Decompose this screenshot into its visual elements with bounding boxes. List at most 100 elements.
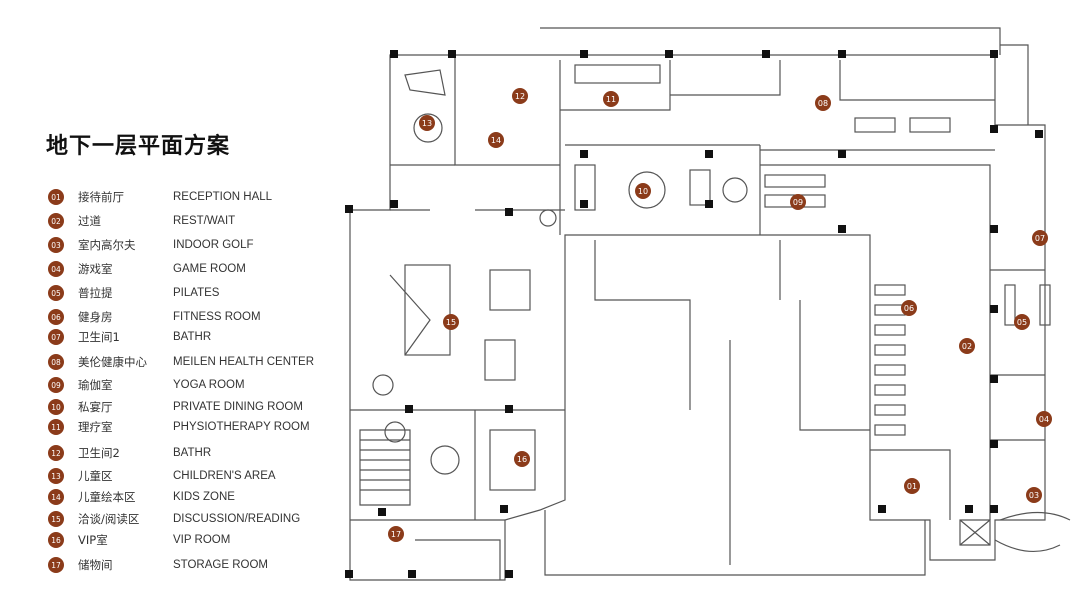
legend-en: VIP ROOM	[173, 534, 231, 546]
legend-zh: 儿童绘本区	[78, 490, 136, 504]
legend-item: 17 储物间 STORAGE ROOM	[48, 556, 268, 574]
svg-text:04: 04	[1039, 415, 1049, 424]
room-marker-11: 11	[603, 91, 619, 107]
room-marker-13: 13	[419, 115, 435, 131]
legend-en: BATHR	[173, 447, 212, 459]
legend-number: 07	[48, 329, 64, 345]
svg-text:15: 15	[446, 318, 456, 327]
room-marker-14: 14	[488, 132, 504, 148]
svg-text:03: 03	[1029, 491, 1039, 500]
legend-number: 06	[48, 309, 64, 325]
legend-item: 10 私宴厅 PRIVATE DINING ROOM	[48, 398, 303, 416]
legend-item: 03 室内高尔夫 INDOOR GOLF	[48, 236, 254, 254]
legend-number: 16	[48, 532, 64, 548]
floor-plan: 01 02 03 04 05 06 07 08 09 10 11 12 13 1…	[345, 27, 1071, 581]
svg-text:13: 13	[422, 119, 432, 128]
legend-zh: 室内高尔夫	[78, 238, 136, 252]
legend-en: RECEPTION HALL	[173, 191, 273, 203]
legend-item: 07 卫生间1 BATHR	[48, 328, 211, 346]
legend-number: 15	[48, 511, 64, 527]
legend-item: 15 洽谈/阅读区 DISCUSSION/READING	[48, 510, 300, 528]
legend-number: 05	[48, 285, 64, 301]
legend-zh: 过道	[78, 214, 101, 228]
legend-zh: 健身房	[78, 310, 113, 324]
legend-en: CHILDREN'S AREA	[173, 470, 276, 482]
legend-item: 09 瑜伽室 YOGA ROOM	[48, 376, 245, 394]
legend-en: GAME ROOM	[173, 263, 246, 275]
legend-zh: 接待前厅	[78, 190, 124, 204]
legend-number: 09	[48, 377, 64, 393]
room-marker-17: 17	[388, 526, 404, 542]
legend-item: 11 理疗室 PHYSIOTHERAPY ROOM	[48, 418, 310, 436]
legend-zh: 游戏室	[78, 262, 113, 276]
legend-number: 01	[48, 189, 64, 205]
legend-en: PHYSIOTHERAPY ROOM	[173, 421, 310, 433]
legend-number: 03	[48, 237, 64, 253]
room-marker-07: 07	[1032, 230, 1048, 246]
svg-text:16: 16	[517, 455, 527, 464]
wall-lines	[349, 27, 1071, 581]
legend-number: 04	[48, 261, 64, 277]
svg-text:08: 08	[818, 99, 828, 108]
legend-number: 08	[48, 354, 64, 370]
legend-zh: 卫生间1	[78, 330, 120, 344]
room-marker-12: 12	[512, 88, 528, 104]
legend-en: PRIVATE DINING ROOM	[173, 401, 303, 413]
legend-item: 16 VIP室 VIP ROOM	[48, 531, 230, 549]
svg-text:12: 12	[515, 92, 525, 101]
legend-item: 02 过道 REST/WAIT	[48, 212, 235, 230]
legend-zh: 私宴厅	[78, 400, 113, 414]
legend-en: BATHR	[173, 331, 212, 343]
legend-en: STORAGE ROOM	[173, 559, 268, 571]
legend-item: 13 儿童区 CHILDREN'S AREA	[48, 467, 276, 485]
legend-en: MEILEN HEALTH CENTER	[173, 356, 315, 368]
svg-text:09: 09	[793, 198, 803, 207]
svg-text:07: 07	[1035, 234, 1045, 243]
legend-en: REST/WAIT	[173, 215, 236, 227]
svg-text:17: 17	[391, 530, 401, 539]
legend-item: 12 卫生间2 BATHR	[48, 444, 211, 462]
legend-number: 12	[48, 445, 64, 461]
legend-zh: 理疗室	[78, 420, 113, 434]
room-marker-06: 06	[901, 300, 917, 316]
legend-en: PILATES	[173, 287, 220, 299]
room-marker-02: 02	[959, 338, 975, 354]
room-marker-03: 03	[1026, 487, 1042, 503]
svg-text:02: 02	[962, 342, 972, 351]
room-marker-16: 16	[514, 451, 530, 467]
room-marker-15: 15	[443, 314, 459, 330]
legend-number: 17	[48, 557, 64, 573]
room-marker-01: 01	[904, 478, 920, 494]
room-marker-08: 08	[815, 95, 831, 111]
legend-number: 02	[48, 213, 64, 229]
legend-zh: 普拉提	[78, 286, 113, 300]
legend-item: 01 接待前厅 RECEPTION HALL	[48, 188, 272, 206]
room-marker-10: 10	[635, 183, 651, 199]
legend-en: FITNESS ROOM	[173, 311, 261, 323]
legend-zh: 储物间	[78, 558, 113, 572]
legend-zh: 洽谈/阅读区	[78, 512, 140, 526]
legend-number: 10	[48, 399, 64, 415]
svg-text:06: 06	[904, 304, 914, 313]
legend-zh: 儿童区	[78, 469, 113, 483]
page-title: 地下一层平面方案	[46, 134, 231, 159]
svg-text:10: 10	[638, 187, 648, 196]
room-marker-05: 05	[1014, 314, 1030, 330]
legend-number: 13	[48, 468, 64, 484]
legend-zh: 卫生间2	[78, 446, 120, 460]
columns	[345, 50, 1043, 578]
legend-en: INDOOR GOLF	[173, 239, 254, 251]
svg-text:11: 11	[606, 95, 616, 104]
svg-text:05: 05	[1017, 318, 1027, 327]
legend-number: 14	[48, 489, 64, 505]
legend-item: 04 游戏室 GAME ROOM	[48, 260, 246, 278]
legend-en: KIDS ZONE	[173, 491, 235, 503]
legend-item: 06 健身房 FITNESS ROOM	[48, 308, 261, 326]
legend-zh: 瑜伽室	[78, 378, 113, 392]
legend-number: 11	[48, 419, 64, 435]
legend-zh: VIP室	[78, 533, 108, 547]
legend-en: DISCUSSION/READING	[173, 513, 301, 525]
room-marker-09: 09	[790, 194, 806, 210]
legend-en: YOGA ROOM	[173, 379, 245, 391]
legend-zh: 美伦健康中心	[78, 355, 147, 369]
